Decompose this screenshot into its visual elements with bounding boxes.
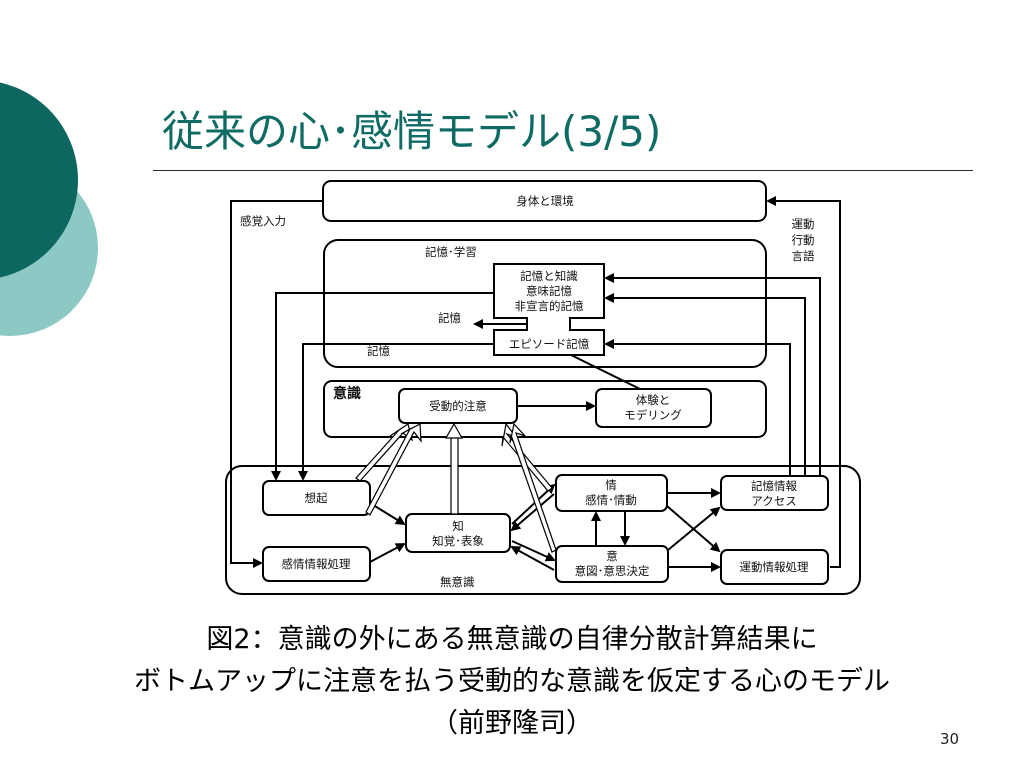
motor-processing-box xyxy=(720,549,829,585)
emotion-processing-label: 感情情報処理 xyxy=(282,557,351,571)
intention-box xyxy=(555,545,669,583)
memory-access-label-1: 記憶情報 xyxy=(751,479,797,493)
knowledge-label-1: 記憶と知識 xyxy=(520,269,578,283)
motor-output-label-1: 運動 xyxy=(792,217,815,231)
memory-learning-region xyxy=(323,239,767,368)
caption-line-2: ボトムアップに注意を払う受動的な意識を仮定する心のモデル xyxy=(134,666,890,697)
motor-output-label-3: 言語 xyxy=(792,249,815,263)
memory-access-box xyxy=(720,475,829,511)
page-number: 30 xyxy=(940,730,960,748)
bottom-up-attention-arrows xyxy=(355,422,557,553)
intention-label-2: 意図･意思決定 xyxy=(575,564,650,578)
caption-line-3: （前野隆司） xyxy=(431,708,593,739)
emotion-label-1: 情 xyxy=(605,478,617,492)
experience-label-1: 体験と xyxy=(636,393,671,407)
recall-label: 想起 xyxy=(305,491,328,505)
passive-attention-label: 受動的注意 xyxy=(429,399,487,413)
memory-learning-title: 記憶･学習 xyxy=(425,245,477,259)
experience-modeling-box xyxy=(595,388,712,428)
emotion-label-2: 感情･情動 xyxy=(585,493,637,507)
sensory-input-label: 感覚入力 xyxy=(240,214,286,228)
recall-box xyxy=(262,480,371,516)
memory-label: 記憶 xyxy=(438,311,461,325)
mind-model-diagram: 身体と環境 感覚入力 運動 行動 言語 記憶･学習 記憶と知識 意味記憶 非宣言… xyxy=(225,180,861,595)
memory-label-lower: 記憶 xyxy=(367,344,390,358)
episodic-memory-label: エピソード記憶 xyxy=(509,337,590,351)
knowledge-label-3: 非宣言的記憶 xyxy=(515,299,584,313)
perception-label-1: 知 xyxy=(452,519,464,533)
perception-label-2: 知覚･表象 xyxy=(432,534,484,548)
motor-output-label-2: 行動 xyxy=(792,233,815,247)
memory-access-label-2: アクセス xyxy=(751,494,796,508)
decorative-circles xyxy=(0,82,98,336)
dark-teal-circle xyxy=(0,82,78,278)
motor-processing-label: 運動情報処理 xyxy=(740,560,809,574)
conscious-region xyxy=(323,380,767,438)
emotion-processing-box xyxy=(262,546,371,582)
memory-knowledge-box xyxy=(493,263,605,356)
unconscious-title: 無意識 xyxy=(440,575,475,589)
caption-line-1: 図2：意識の外にある無意識の自律分散計算結果に xyxy=(206,624,818,655)
title-divider xyxy=(153,170,973,171)
unconscious-region xyxy=(225,465,861,595)
connector-arrows xyxy=(230,196,841,572)
intention-label-1: 意 xyxy=(606,549,618,563)
knowledge-label-2: 意味記憶 xyxy=(526,284,572,298)
experience-label-2: モデリング xyxy=(624,408,682,422)
environment-label: 身体と環境 xyxy=(516,194,574,208)
slide-title: 従来の心･感情モデル(3/5) xyxy=(162,107,662,156)
conscious-title: 意識 xyxy=(333,385,361,402)
